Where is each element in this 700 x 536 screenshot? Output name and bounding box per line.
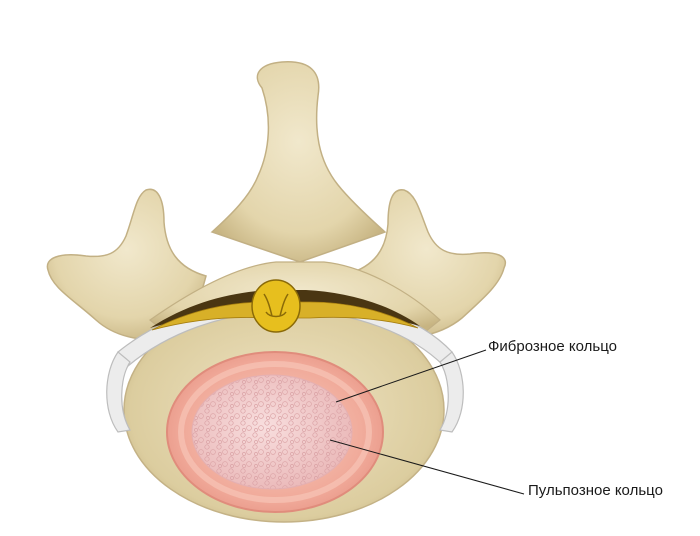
annulus-leader-line: [335, 349, 487, 403]
nucleus-label: Пульпозное кольцо: [528, 482, 663, 499]
spinal-cord: [251, 279, 301, 333]
spinous-process: [210, 61, 387, 263]
left-transverse-process: [46, 188, 207, 341]
annulus-label: Фиброзное кольцо: [488, 338, 617, 355]
nucleus-leader-line: [329, 439, 525, 495]
spinal-cord-gray-matter: [263, 293, 289, 318]
annulus-inner-ring: [178, 361, 372, 503]
nucleus-texture: [191, 374, 353, 490]
left-ligament: [106, 351, 131, 433]
right-ligament: [439, 351, 464, 433]
